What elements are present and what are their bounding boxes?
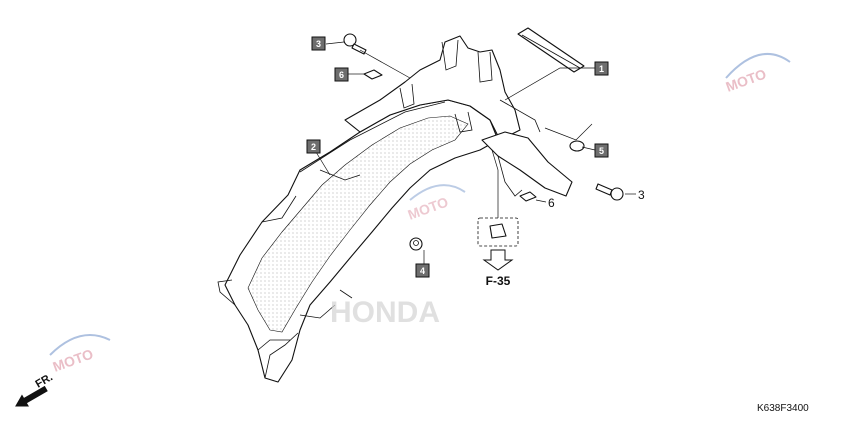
brand-watermark: HONDA xyxy=(330,296,440,329)
watermark-logo-top-right: MOTO xyxy=(724,53,791,95)
rear-fender-drawing xyxy=(217,35,573,383)
svg-text:4: 4 xyxy=(420,266,425,276)
bolt-part-top xyxy=(343,33,367,55)
svg-text:6: 6 xyxy=(339,70,344,80)
reflector-part xyxy=(517,27,585,73)
callout-6b: 6 xyxy=(548,196,555,210)
svg-text:5: 5 xyxy=(599,146,604,156)
watermark-text-bottom: MOTO xyxy=(51,345,96,374)
bolt-part-right xyxy=(595,183,624,201)
callout-3b: 3 xyxy=(638,188,645,202)
callout-2: 2 xyxy=(306,139,321,154)
leader-5 xyxy=(544,123,596,151)
callout-6a: 6 xyxy=(334,67,349,82)
nut-part xyxy=(409,237,423,251)
callout-3a: 3 xyxy=(311,36,326,51)
callout-5: 5 xyxy=(594,143,609,158)
svg-text:2: 2 xyxy=(311,142,316,152)
watermark-logo-bottom-left: MOTO xyxy=(49,334,111,375)
callout-1: 1 xyxy=(594,61,609,76)
front-direction-arrow-icon xyxy=(15,385,48,407)
watermark-logo-center: MOTO xyxy=(406,184,466,223)
leader-3a xyxy=(325,41,345,45)
leader-2 xyxy=(315,151,331,176)
leader-1 xyxy=(504,67,595,101)
front-label: FR. xyxy=(34,371,55,390)
svg-text:1: 1 xyxy=(599,64,604,74)
svg-text:3: 3 xyxy=(316,39,321,49)
reference-detail-box xyxy=(477,149,519,247)
grommet-part xyxy=(569,140,585,152)
clip-part-top xyxy=(363,69,383,80)
clip-part-right xyxy=(519,191,537,202)
leader-3a-b xyxy=(359,49,411,79)
reference-arrow-icon xyxy=(482,249,514,271)
reference-label: F-35 xyxy=(486,274,511,288)
callout-4: 4 xyxy=(415,263,430,278)
leader-6b xyxy=(535,199,547,203)
part-code: K638F3400 xyxy=(757,403,809,414)
watermark-text-top: MOTO xyxy=(724,65,769,94)
